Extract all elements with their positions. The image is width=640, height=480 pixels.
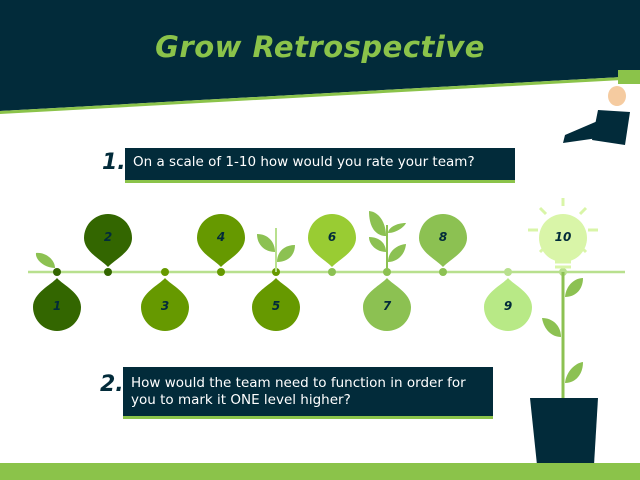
rating-label-8: 8 [438,230,448,244]
rating-label-9: 9 [503,299,513,313]
rating-label-7: 7 [382,299,392,313]
page-title: Grow Retrospective [155,30,485,64]
rating-drop-7[interactable] [363,278,411,331]
question-1-box: On a scale of 1-10 how would you rate yo… [125,148,515,183]
rating-drop-6[interactable] [308,214,356,267]
rating-label-10: 10 [554,230,572,244]
lightbulb-icon[interactable] [539,214,587,262]
timeline-dot [328,268,336,276]
rating-label-4: 4 [216,230,226,244]
rating-drop-2[interactable] [84,214,132,267]
sprout-icon [257,228,295,272]
timeline-dot [161,268,169,276]
timeline-dot [217,268,225,276]
rating-label-5: 5 [271,299,281,313]
question-1-number: 1. [102,150,126,175]
rating-label-1: 1 [52,299,62,313]
header-banner [0,0,640,111]
leaf-icon [35,252,55,268]
header-accent-stripe [0,76,640,114]
ground-bar [0,463,640,480]
rating-drop-5[interactable] [252,278,300,331]
question-2-box: How would the team need to function in o… [123,367,493,419]
rating-label-3: 3 [160,299,170,313]
rating-drop-1[interactable] [33,278,81,331]
rating-drop-9[interactable] [484,278,532,331]
question-2-number: 2. [100,372,124,397]
watering-can-icon [563,70,640,145]
plant-icon [369,211,406,272]
timeline-dot [53,268,61,276]
rating-label-2: 2 [103,230,113,244]
timeline-dot [439,268,447,276]
potted-plant-icon [530,272,598,465]
timeline-dot [504,268,512,276]
rating-drop-3[interactable] [141,278,189,331]
light-rays-icon [528,198,598,269]
rating-drop-8[interactable] [419,214,467,267]
rating-drop-4[interactable] [197,214,245,267]
rating-label-6: 6 [327,230,337,244]
timeline-dot [104,268,112,276]
